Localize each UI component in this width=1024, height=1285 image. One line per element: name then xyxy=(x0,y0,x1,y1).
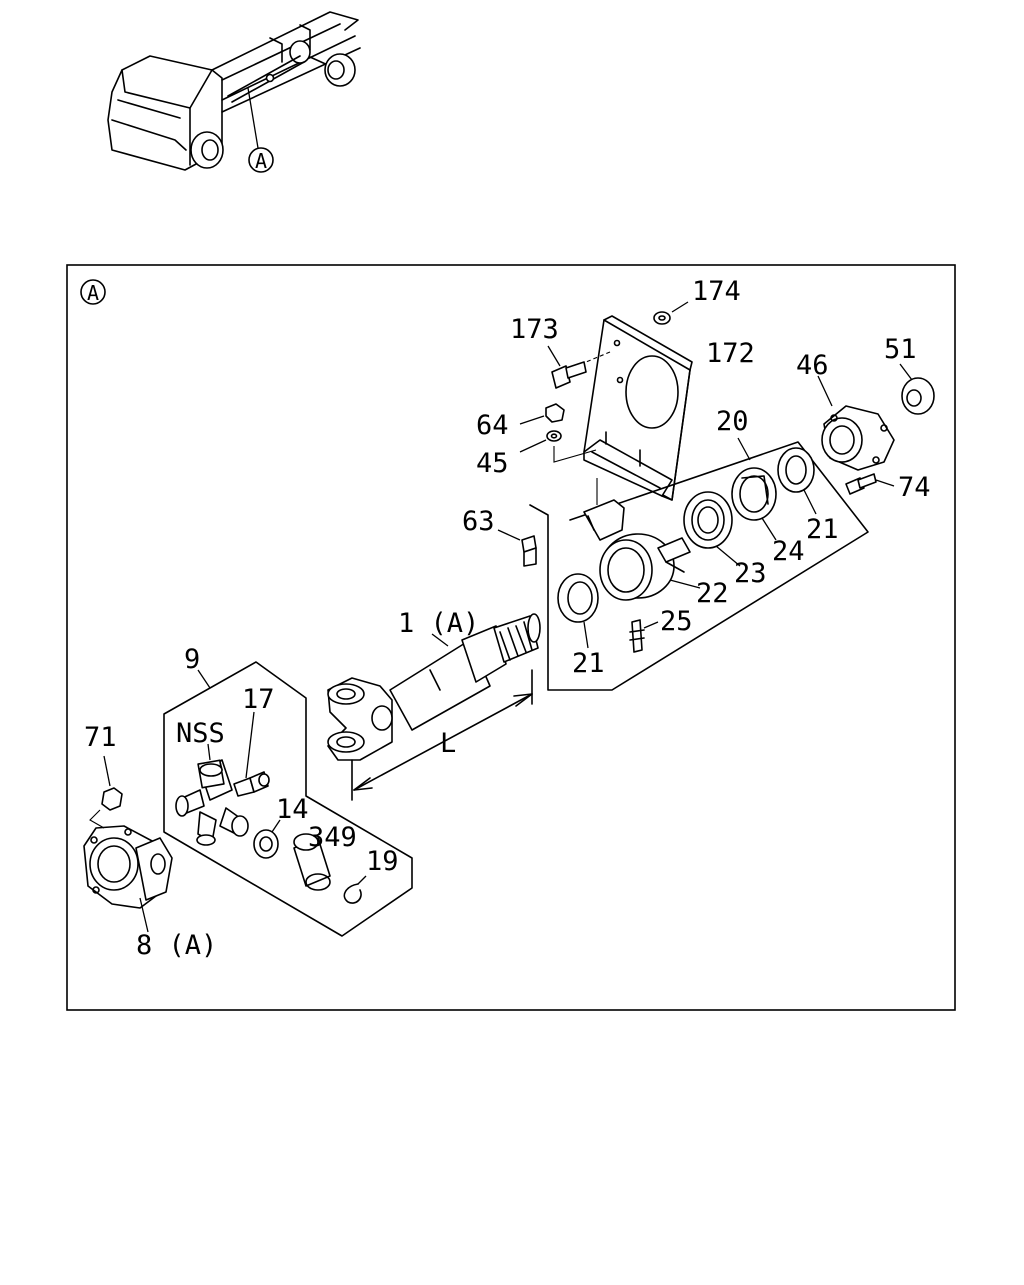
nut-71 xyxy=(89,755,123,829)
washer-174 xyxy=(653,301,689,325)
truck-overview-illustration: A xyxy=(107,11,361,173)
flange-yoke-8 xyxy=(83,825,173,933)
label-51: 51 xyxy=(884,334,917,365)
label-l: L xyxy=(440,728,456,759)
bearing-23 xyxy=(683,491,741,567)
slinger-24 xyxy=(731,467,777,541)
flange-nut-51 xyxy=(899,363,935,415)
label-64: 64 xyxy=(476,410,509,441)
overview-callout-circle xyxy=(248,147,274,173)
universal-joint-spider xyxy=(175,743,249,846)
label-71: 71 xyxy=(84,722,117,753)
label-24: 24 xyxy=(772,536,805,567)
overview-callout-label: A xyxy=(255,149,267,173)
label-21-upper: 21 xyxy=(806,514,839,545)
detail-view-frame xyxy=(66,264,956,1011)
assembly-20-outline xyxy=(529,441,869,691)
label-23: 23 xyxy=(734,558,767,589)
grease-fitting-25 xyxy=(629,619,659,653)
seal-14 xyxy=(253,819,281,859)
label-17: 17 xyxy=(242,684,275,715)
label-25: 25 xyxy=(660,606,693,637)
label-172: 172 xyxy=(706,338,755,369)
washer-45 xyxy=(519,430,562,453)
universal-joint-kit-9-outline xyxy=(163,661,413,937)
seal-21-lower xyxy=(557,573,599,649)
label-19: 19 xyxy=(366,846,399,877)
grease-nipple-17 xyxy=(233,711,270,797)
label-45: 45 xyxy=(476,448,509,479)
bolt-173 xyxy=(547,345,587,389)
label-1: 1 (A) xyxy=(398,608,479,639)
label-nss: NSS xyxy=(176,718,225,749)
center-bearing-bracket xyxy=(553,315,693,505)
bolt-74 xyxy=(845,473,895,495)
label-8: 8 (A) xyxy=(136,930,217,961)
label-173: 173 xyxy=(510,314,559,345)
snap-ring-19 xyxy=(343,875,367,904)
label-9: 9 xyxy=(184,644,200,675)
label-22: 22 xyxy=(696,578,729,609)
nut-64 xyxy=(519,403,565,425)
length-dimension-l xyxy=(351,669,533,801)
bolt-63 xyxy=(497,529,537,567)
label-349: 349 xyxy=(308,822,357,853)
label-174: 174 xyxy=(692,276,741,307)
label-74: 74 xyxy=(898,472,931,503)
label-63: 63 xyxy=(462,506,495,537)
bearing-housing-22 xyxy=(583,499,701,601)
bearing-cup-349 xyxy=(293,833,331,891)
svg-text:A: A xyxy=(87,281,99,305)
label-20: 20 xyxy=(716,406,749,437)
label-46: 46 xyxy=(796,350,829,381)
propeller-shaft-1 xyxy=(327,613,541,761)
label-21-lower: 21 xyxy=(572,648,605,679)
companion-flange-46 xyxy=(817,375,895,471)
label-14: 14 xyxy=(276,794,309,825)
seal-21-upper xyxy=(777,447,817,515)
detail-callout: A xyxy=(80,279,106,305)
